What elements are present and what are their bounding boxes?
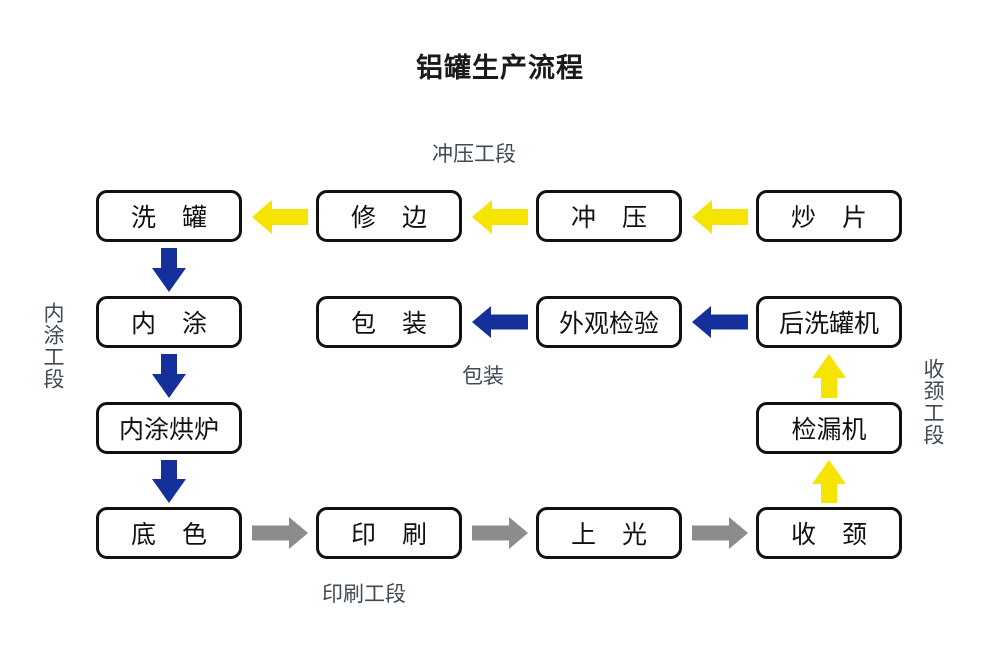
arrow-shaft — [821, 484, 837, 503]
arrow-head-icon — [812, 460, 846, 484]
process-node-packing[interactable]: 包 装 — [316, 296, 462, 348]
arrow-head-icon — [472, 200, 492, 234]
arrow-head-icon — [152, 268, 186, 292]
arrow-head-icon — [692, 200, 712, 234]
arrow-head-icon — [472, 306, 491, 338]
section-label-interior-coating: 内涂工段 — [41, 302, 65, 390]
arrow-shaft — [252, 525, 289, 541]
arrow-printing-to-varnishing — [472, 517, 528, 549]
process-node-post-washer[interactable]: 后洗罐机 — [756, 296, 902, 348]
arrow-head-icon — [289, 517, 308, 549]
page-title: 铝罐生产流程 — [416, 53, 584, 84]
process-node-trimming[interactable]: 修 边 — [316, 190, 462, 242]
arrow-shaft — [692, 525, 729, 541]
process-node-coating-oven[interactable]: 内涂烘炉 — [96, 402, 242, 454]
arrow-shaft — [272, 209, 308, 225]
section-label-necking: 收颈工段 — [921, 358, 945, 446]
arrow-shaft — [472, 525, 509, 541]
process-node-wash-can[interactable]: 洗 罐 — [96, 190, 242, 242]
process-node-printing[interactable]: 印 刷 — [316, 507, 462, 559]
process-node-stamping[interactable]: 冲 压 — [536, 190, 682, 242]
process-node-necking[interactable]: 收 颈 — [756, 507, 902, 559]
arrow-shaft — [492, 209, 528, 225]
section-label-packaging: 包装 — [462, 364, 504, 388]
process-node-base-coat[interactable]: 底 色 — [96, 507, 242, 559]
arrow-inspect-to-packing — [472, 306, 528, 338]
arrow-post-wash-to-inspect — [692, 306, 748, 338]
process-node-cupping[interactable]: 炒 片 — [756, 190, 902, 242]
arrow-trimming-to-wash — [252, 200, 308, 234]
arrow-head-icon — [812, 354, 846, 378]
arrow-head-icon — [729, 517, 748, 549]
section-label-printing: 印刷工段 — [322, 582, 406, 606]
arrow-shaft — [491, 314, 528, 330]
arrow-leak-detector-to-post-wash — [812, 354, 846, 398]
process-node-visual-inspect[interactable]: 外观检验 — [536, 296, 682, 348]
arrow-shaft — [711, 314, 748, 330]
arrow-shaft — [712, 209, 748, 225]
arrow-head-icon — [509, 517, 528, 549]
arrow-necking-to-leak-detector — [812, 460, 846, 503]
process-node-leak-detector[interactable]: 检漏机 — [756, 402, 902, 454]
arrow-shaft — [161, 248, 177, 268]
arrow-oven-to-base-coat — [152, 460, 186, 503]
arrow-interior-coat-to-oven — [152, 354, 186, 398]
arrow-shaft — [161, 460, 177, 479]
arrow-varnishing-to-necking — [692, 517, 748, 549]
arrow-head-icon — [152, 374, 186, 398]
arrow-head-icon — [692, 306, 711, 338]
arrow-base-coat-to-printing — [252, 517, 308, 549]
arrow-stamping-to-trimming — [472, 200, 528, 234]
section-label-stamping: 冲压工段 — [432, 142, 516, 166]
arrow-head-icon — [152, 479, 186, 503]
arrow-wash-to-interior-coat — [152, 248, 186, 292]
process-node-interior-coat[interactable]: 内 涂 — [96, 296, 242, 348]
arrow-shaft — [161, 354, 177, 374]
arrow-cupping-to-stamping — [692, 200, 748, 234]
arrow-head-icon — [252, 200, 272, 234]
process-node-varnishing[interactable]: 上 光 — [536, 507, 682, 559]
arrow-shaft — [821, 378, 837, 398]
